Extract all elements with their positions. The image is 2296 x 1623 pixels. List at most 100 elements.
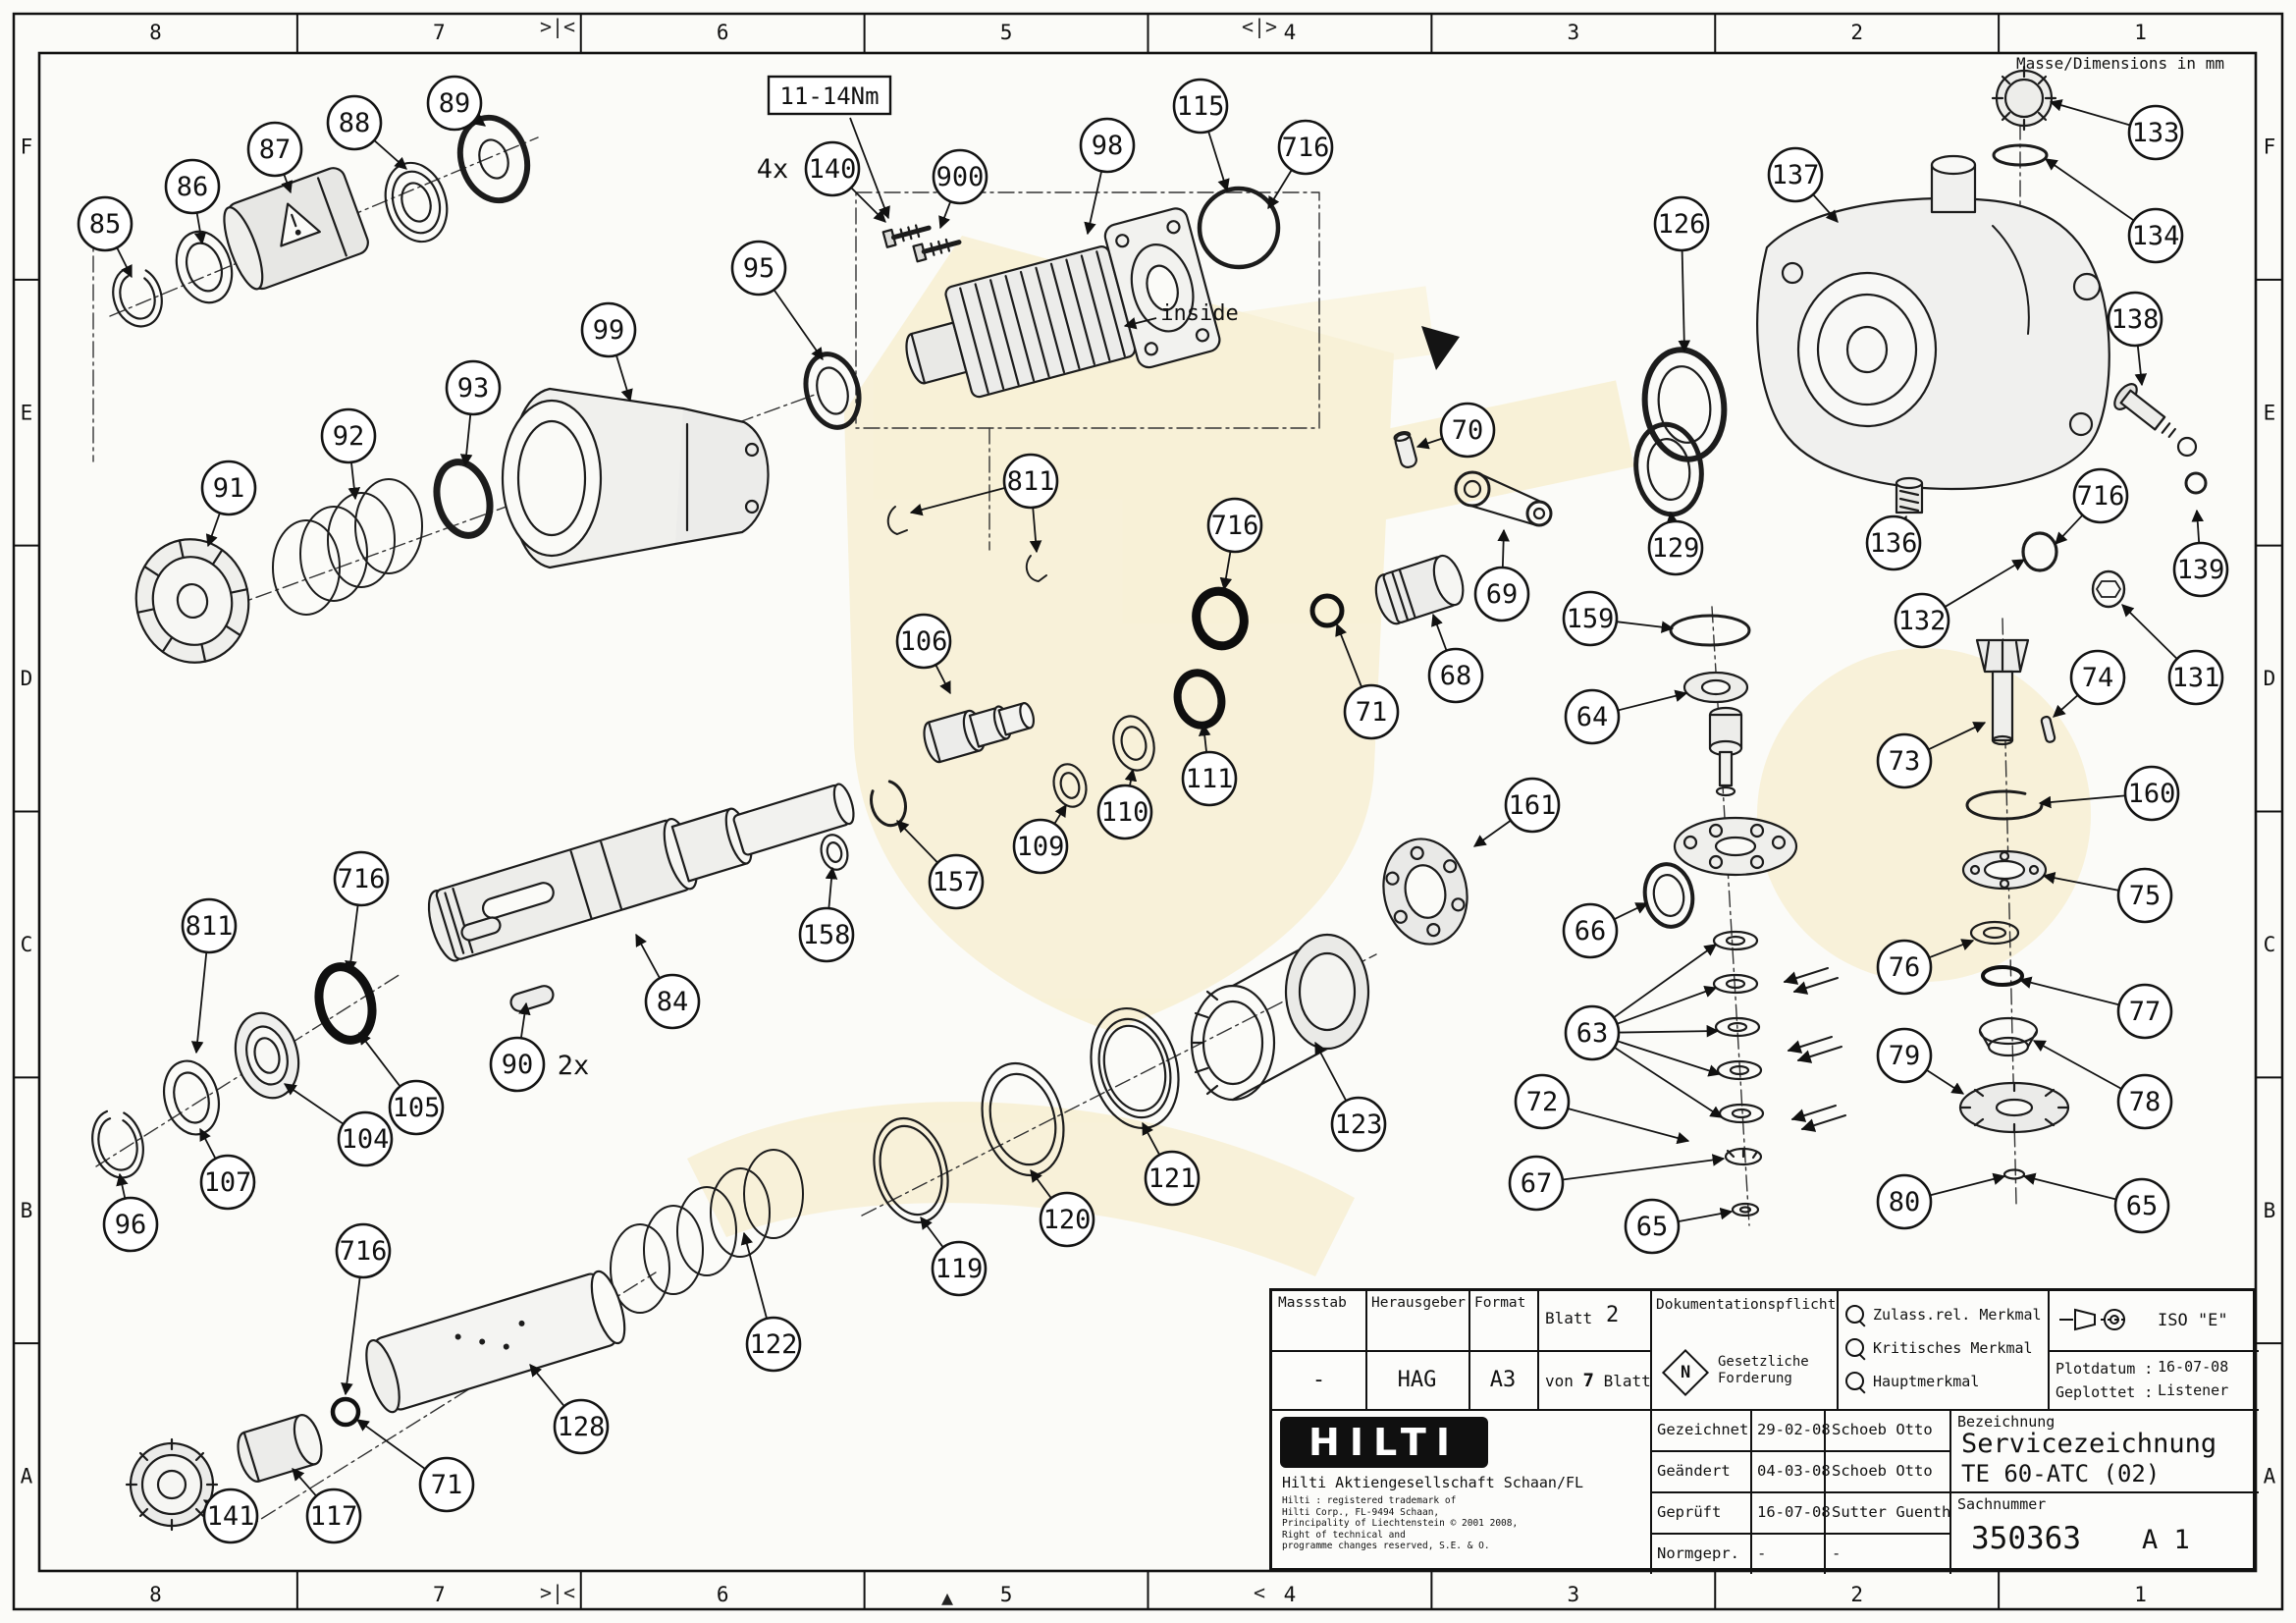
tb-grid-line [1650,1533,1949,1535]
part-balloon-104: 104 [283,1083,394,1167]
svg-text:122: 122 [750,1329,798,1360]
svg-text:123: 123 [1335,1109,1383,1140]
svg-text:120: 120 [1043,1205,1092,1235]
svg-text:69: 69 [1486,579,1519,610]
part-balloon-159: 159 [1562,590,1675,647]
part-88-ring [384,161,449,243]
projection-symbol-icon [2056,1303,2144,1340]
part-balloon-121: 121 [1142,1121,1201,1207]
zone-row-right-E: E [2264,401,2276,424]
part-107-ring [163,1059,220,1136]
svg-text:126: 126 [1658,209,1706,240]
signoff-date: - [1757,1544,1767,1562]
part-balloon-716: 716 [335,1222,392,1396]
tb-grid-line [1272,1350,1650,1352]
part-balloon-88: 88 [326,94,407,170]
part-66-ring [1642,862,1695,929]
signoff-name: - [1832,1544,1842,1562]
part-balloon-117: 117 [292,1468,362,1544]
sheet-number: 2 [1606,1303,1620,1327]
part-85-snap-ring [112,265,163,328]
annotation-7-: >|< [540,1581,575,1604]
zone-row-right-A: A [2264,1465,2276,1488]
svg-text:716: 716 [2077,481,2125,512]
signoff-label: Normgepr. [1657,1544,1739,1562]
part-balloon-107: 107 [199,1127,256,1211]
part-69-connecting-rod [1454,470,1553,527]
part-91-end-cap [134,538,250,664]
svg-text:75: 75 [2129,881,2162,911]
part-110-ring [1112,715,1155,772]
signoff-date: 04-03-08 [1757,1462,1831,1480]
part-balloon-119: 119 [920,1216,988,1297]
part-balloon-68: 68 [1427,613,1484,704]
part-balloon-123: 123 [1314,1041,1387,1153]
part-balloon-74: 74 [2053,649,2126,718]
plotdate-label: Plotdatum : [2056,1360,2154,1378]
annotation-9-: < [1254,1581,1265,1604]
part-balloon-70: 70 [1415,402,1496,459]
part-157-circlip [870,779,907,828]
part-balloon-115: 115 [1172,78,1230,192]
zone-col-top-6: 6 [717,21,729,44]
svg-text:65: 65 [1636,1212,1669,1242]
svg-text:64: 64 [1576,702,1609,732]
part-balloon-84: 84 [635,933,701,1030]
part-balloon-86: 86 [164,158,221,245]
svg-text:139: 139 [2177,555,2225,585]
part-balloon-92: 92 [320,407,377,501]
signoff-date: 16-07-08 [1757,1503,1831,1521]
part-77-ring [1981,965,2024,987]
part-balloon-85: 85 [77,195,133,279]
plotdate-value: 16-07-08 [2158,1358,2229,1376]
svg-text:74: 74 [2082,663,2114,693]
part-76-washer [1969,920,2020,946]
part-105-o-ring [314,962,377,1045]
part-balloon-716: 716 [2055,467,2129,545]
part-123-ratchet-gear [1190,933,1370,1102]
svg-text:716: 716 [1211,511,1259,541]
part-balloon-110: 110 [1096,768,1153,840]
svg-text:11-14Nm: 11-14Nm [779,82,879,110]
svg-text:inside: inside [1160,301,1238,326]
part-90-key-b [509,985,555,1012]
svg-text:73: 73 [1889,746,1921,777]
svg-text:71: 71 [1356,697,1388,728]
tb-grid-line [1949,1491,2259,1493]
part-71-o-ring-b [330,1396,361,1428]
svg-text:80: 80 [1889,1187,1921,1217]
part-78-cup [1978,1016,2039,1057]
part-74-key [2040,715,2056,743]
svg-text:117: 117 [310,1501,358,1532]
svg-text:63: 63 [1576,1018,1609,1049]
part-115-o-ring [1197,186,1281,270]
zone-col-bottom-8: 8 [149,1583,162,1606]
svg-text:95: 95 [743,253,775,284]
signoff-label: Geprüft [1657,1503,1722,1521]
tb-grid-line [1837,1291,1839,1409]
annotation-0-1114nm: 11-14Nm [767,75,892,220]
svg-text:121: 121 [1148,1163,1197,1194]
part-balloon-716: 716 [1206,497,1263,591]
part-117-cylinder [237,1414,323,1483]
svg-text:132: 132 [1898,606,1947,636]
zone-col-top-4: 4 [1284,21,1297,44]
part-balloon-87: 87 [246,121,303,194]
part-balloon-111: 111 [1181,723,1238,807]
tb-grid-line [1272,1409,2259,1411]
part-balloon-69: 69 [1473,528,1530,622]
svg-text:110: 110 [1101,797,1149,828]
part-balloon-132: 132 [1894,559,2026,649]
zone-row-right-C: C [2264,933,2276,956]
part-141-end-cap [125,1437,219,1532]
svg-text:107: 107 [204,1167,252,1198]
part-balloon-105: 105 [358,1031,445,1136]
annotation-4-massedimensionsinmm: Masse/Dimensions in mm [2016,54,2224,73]
part-136-plug [1895,476,1924,514]
annotation-2-2x: 2x [558,1051,590,1081]
svg-text:▲: ▲ [941,1586,953,1609]
svg-text:85: 85 [89,209,122,240]
part-balloon-133: 133 [2049,99,2184,161]
